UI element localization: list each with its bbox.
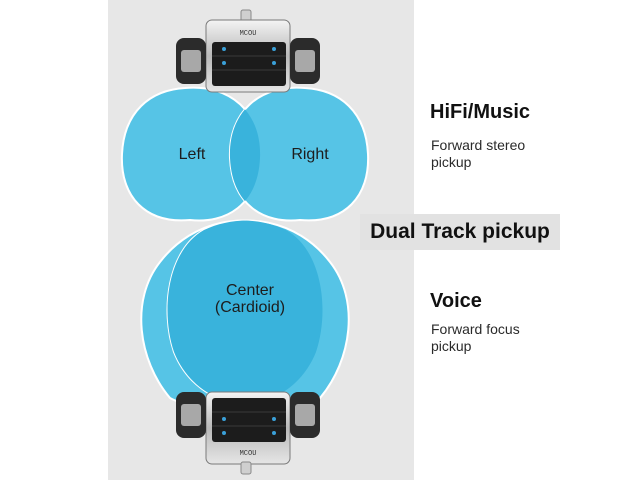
- voice-desc-line1: Forward focus: [431, 321, 520, 337]
- hifi-desc-line1: Forward stereo: [431, 137, 526, 153]
- device-brand-bottom: MCOU: [240, 450, 257, 458]
- voice-description: Forward focus pickup: [431, 321, 601, 355]
- voice-lobes: [140, 219, 350, 408]
- dual-track-banner: Dual Track pickup: [360, 214, 560, 250]
- stereo-lobes: [120, 86, 370, 222]
- microphone-device-bottom: MCOU: [176, 391, 320, 475]
- cardioid-overlap: [167, 220, 323, 407]
- microphone-device-top: MCOU: [176, 9, 320, 93]
- hifi-music-title: HiFi/Music: [430, 101, 531, 123]
- center-label-line1: Center: [225, 282, 275, 299]
- device-brand-top: MCOU: [240, 30, 257, 38]
- hifi-music-description: Forward stereo pickup: [431, 137, 601, 171]
- voice-desc-line2: pickup: [431, 338, 472, 354]
- voice-title: Voice: [430, 290, 482, 312]
- center-label-line2: (Cardioid): [214, 299, 286, 316]
- hifi-desc-line2: pickup: [431, 154, 472, 170]
- center-lobe-label: Center (Cardioid): [200, 282, 300, 316]
- left-lobe-label: Left: [178, 146, 206, 163]
- right-lobe-label: Right: [291, 146, 329, 163]
